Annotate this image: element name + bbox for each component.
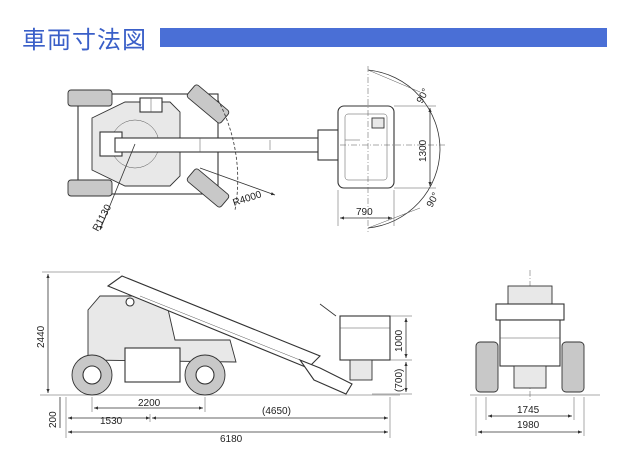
chassis-rear <box>499 319 561 367</box>
side-view: 2440 200 1000 (700) 2200 1530 (4650) 618… <box>36 271 412 445</box>
wheel-rear-right <box>561 341 585 393</box>
boom-overhang-label: (4650) <box>262 406 291 417</box>
chassis-side <box>87 295 237 363</box>
overall-length-label: 6180 <box>220 434 243 445</box>
wheelbase-label: 2200 <box>138 398 161 409</box>
rear-view: 1745 1980 <box>470 270 600 436</box>
rear-axle-label: 1530 <box>100 416 123 427</box>
platform-side <box>339 315 391 361</box>
boom-side <box>106 275 321 369</box>
wheel-front-top-left <box>186 84 230 124</box>
overall-height-label: 2440 <box>36 325 47 348</box>
angle-top-label: 90° <box>415 87 432 106</box>
jib-top <box>317 129 341 161</box>
track-width-label: 1745 <box>517 405 540 416</box>
platform-width-label: 1300 <box>418 139 429 162</box>
turntable-rear <box>507 285 553 305</box>
wheel-front-top-right <box>186 168 230 208</box>
radius-outer-label: R4000 <box>232 189 264 209</box>
boom-top <box>114 137 326 153</box>
title-accent-bar <box>160 28 607 47</box>
radius-inner-label: R1130 <box>91 202 114 233</box>
platform-height-label: 1000 <box>394 329 405 352</box>
overall-width-label: 1980 <box>517 420 540 431</box>
platform-rear <box>495 303 565 321</box>
platform-top <box>337 105 395 189</box>
jib-side <box>298 358 353 395</box>
top-view: R4000 R1130 90° 90° 1300 790 <box>67 66 446 233</box>
jib-height-label: (700) <box>394 369 405 392</box>
platform-depth-label: 790 <box>356 207 373 218</box>
wheel-rear-top-right <box>67 179 113 197</box>
ground-clearance-label: 200 <box>48 411 59 428</box>
angle-bottom-label: 90° <box>425 191 442 210</box>
wheel-rear-top-left <box>67 89 113 107</box>
page-title: 車両寸法図 <box>22 26 147 54</box>
wheel-rear-left <box>475 341 499 393</box>
